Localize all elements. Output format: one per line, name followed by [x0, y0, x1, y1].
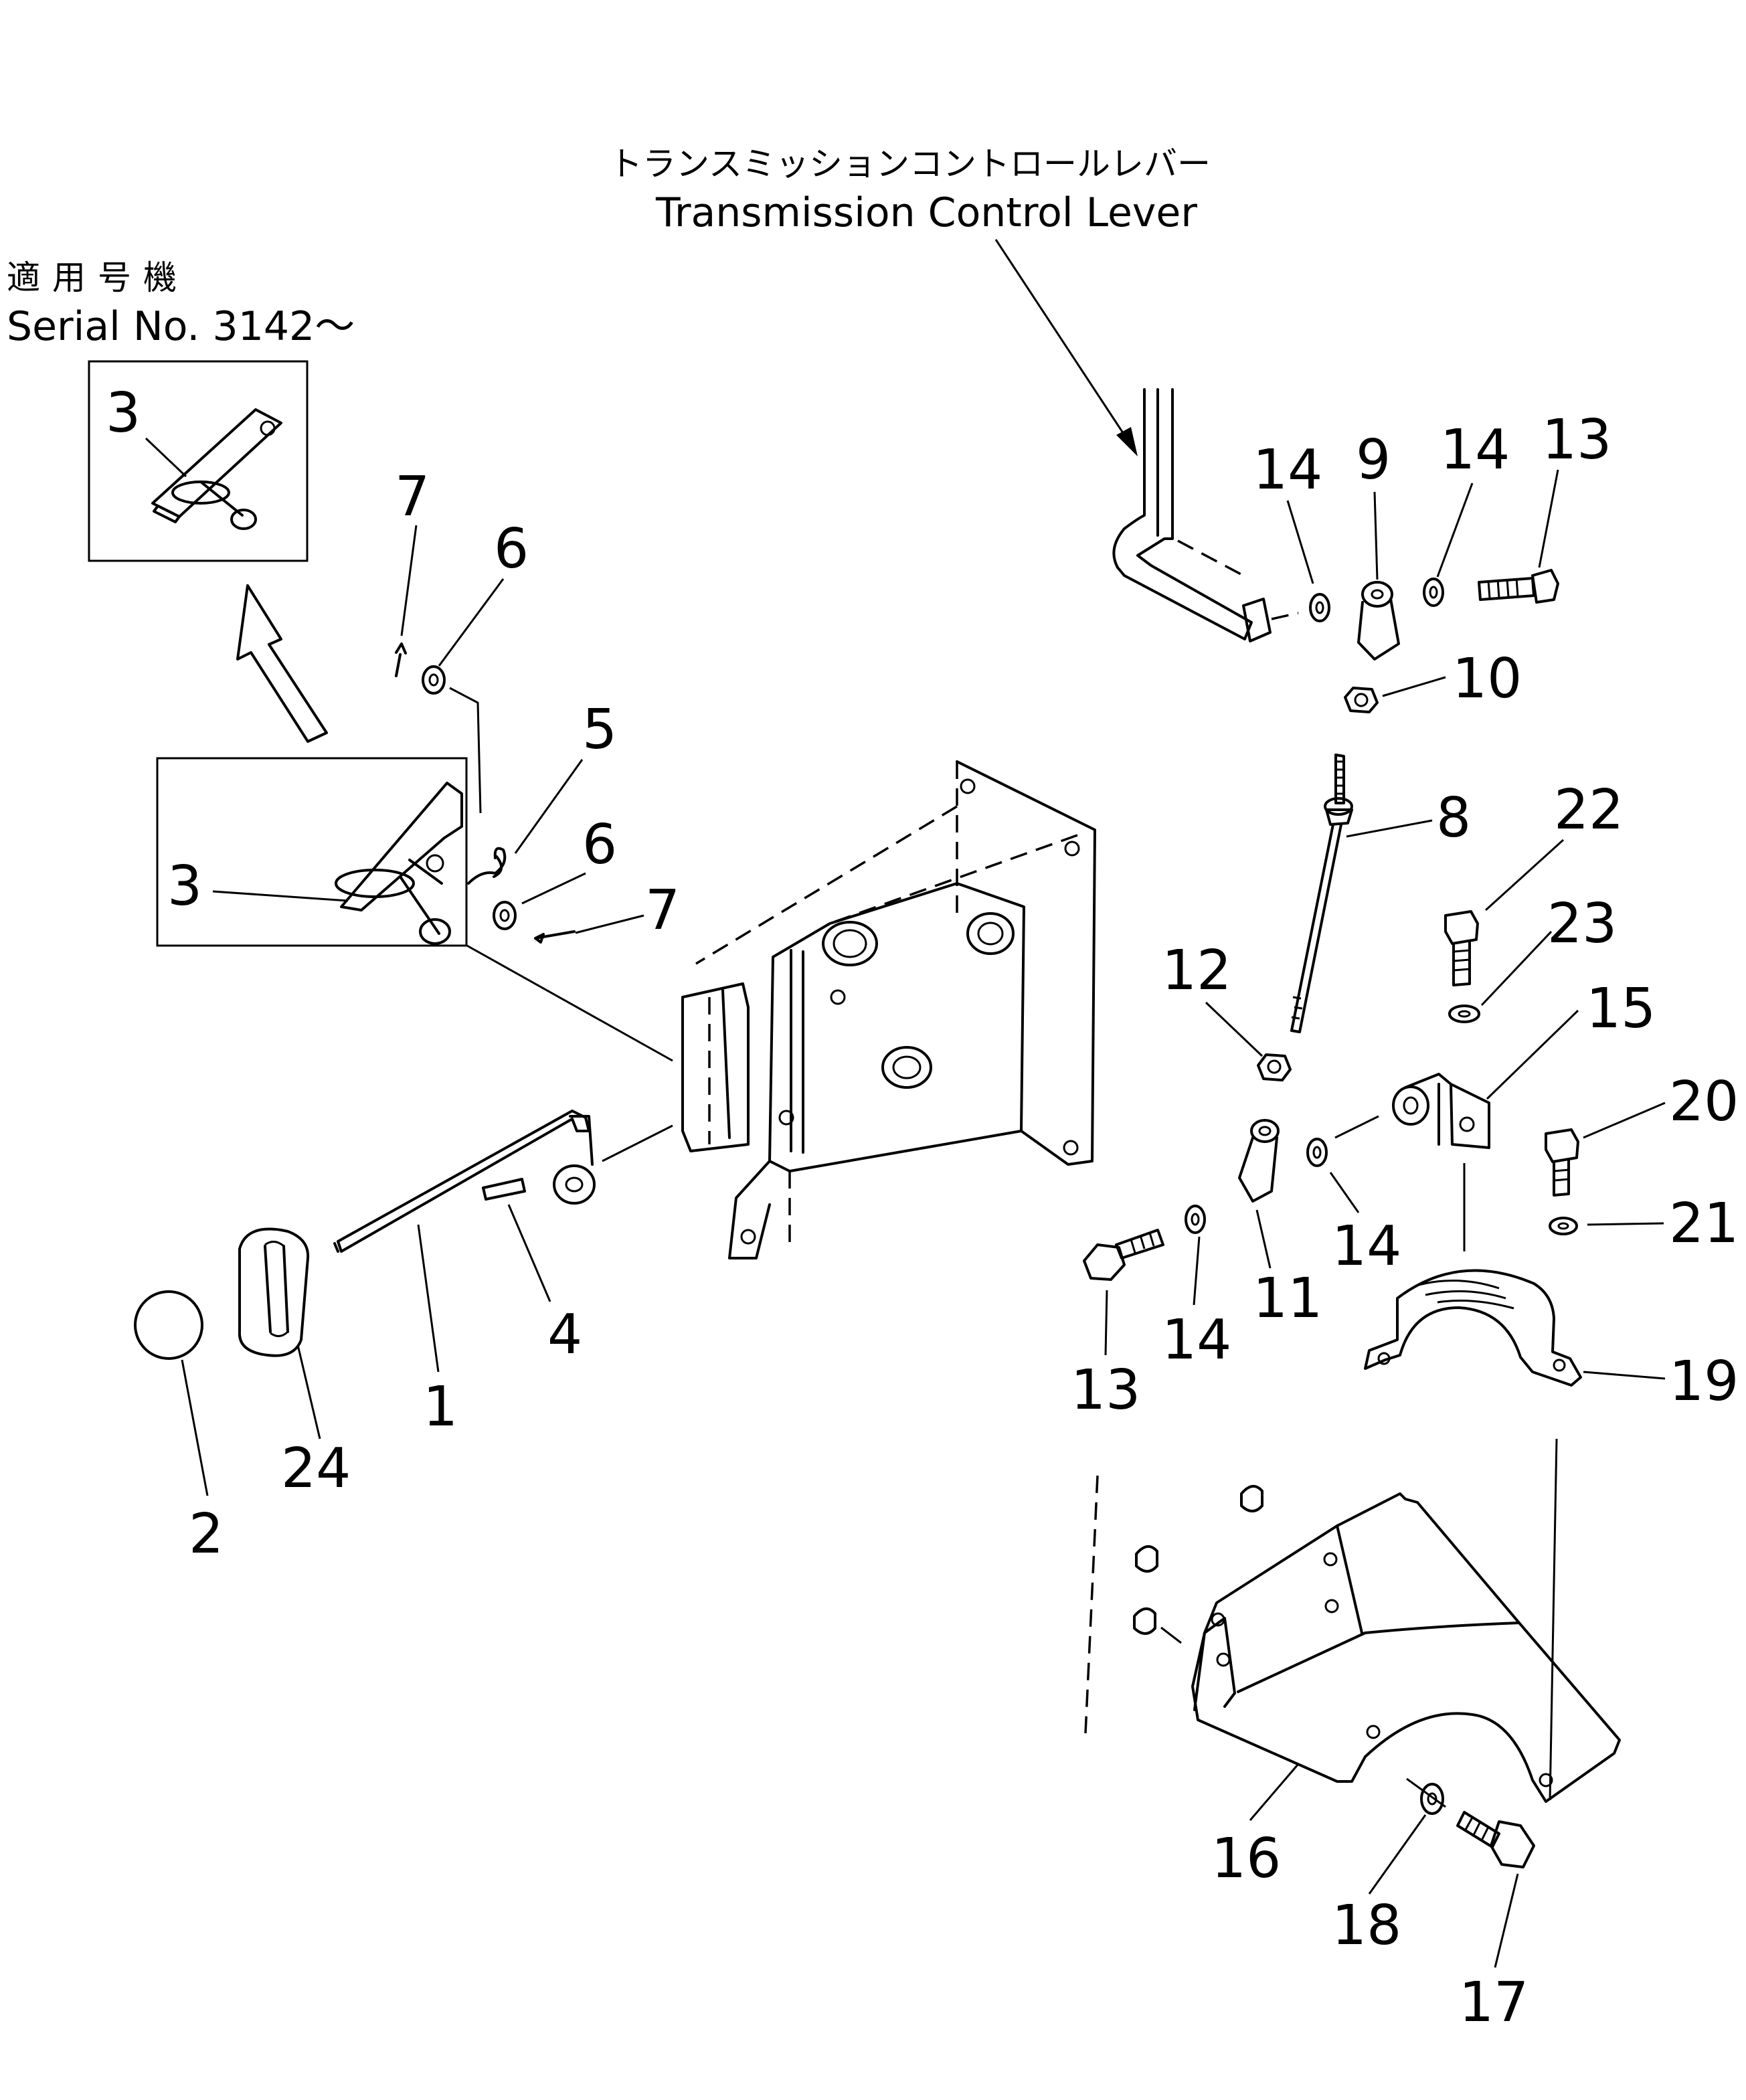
- transmission-lever-arm: [1112, 388, 1299, 642]
- bolt-13-top: [1478, 569, 1559, 604]
- serial-label-en: Serial No. 3142〜: [7, 303, 355, 350]
- label-19: 19: [1669, 1350, 1739, 1413]
- mount-bushings: [1133, 1485, 1263, 1644]
- label-14-d: 14: [1162, 1308, 1231, 1372]
- label-14-b: 14: [1440, 418, 1510, 482]
- rod-end-11: [1238, 1119, 1280, 1203]
- label-12: 12: [1162, 939, 1231, 1002]
- washer-21: [1549, 1217, 1578, 1235]
- title-en: Transmission Control Lever: [655, 189, 1197, 236]
- boot-24: [238, 1227, 310, 1357]
- label-6-top: 6: [494, 517, 529, 581]
- washer-6-low: [493, 901, 517, 930]
- label-18: 18: [1332, 1894, 1401, 1957]
- rod-8: [1290, 754, 1353, 1033]
- label-10: 10: [1452, 647, 1522, 711]
- title-jp: トランスミッションコントロールレバー: [609, 145, 1211, 183]
- label-3-main: 3: [167, 855, 202, 918]
- washer-23: [1448, 1004, 1480, 1023]
- bolt-17: [1456, 1811, 1535, 1868]
- leader-19-16: [1549, 1438, 1558, 1801]
- label-7-low: 7: [645, 879, 680, 942]
- label-14-c: 14: [1332, 1215, 1401, 1278]
- label-2: 2: [189, 1502, 224, 1566]
- bolt-13-low: [1083, 1229, 1164, 1281]
- pin-leader-top: [449, 687, 482, 814]
- label-1: 1: [423, 1375, 458, 1439]
- bolt-22: [1444, 910, 1479, 986]
- label-6-low: 6: [582, 813, 617, 877]
- washer-6-top: [422, 665, 446, 695]
- label-21: 21: [1669, 1192, 1739, 1255]
- label-22: 22: [1554, 778, 1624, 842]
- label-13-top: 13: [1542, 408, 1611, 472]
- half-clamp-19: [1364, 1269, 1582, 1387]
- washer-18: [1420, 1783, 1444, 1815]
- label-5: 5: [582, 698, 617, 762]
- title-arrow: [994, 239, 1138, 456]
- rod-end-9: [1357, 581, 1400, 661]
- leader-16-18: [1406, 1777, 1446, 1808]
- nut-10: [1344, 687, 1379, 713]
- label-8: 8: [1436, 786, 1471, 850]
- bolt-20: [1545, 1128, 1579, 1197]
- label-3-inset: 3: [106, 381, 141, 445]
- up-arrow: [236, 584, 328, 743]
- inset-leader: [465, 944, 673, 1062]
- label-11: 11: [1253, 1267, 1322, 1330]
- nut-12: [1257, 1053, 1292, 1081]
- pivot-bracket-15: [1392, 1073, 1490, 1149]
- cotter-pin-7-top: [395, 642, 407, 677]
- dash-guide-left: [1084, 1475, 1099, 1734]
- leader-11-15: [1334, 1115, 1379, 1139]
- lower-bracket-16: [1191, 1492, 1621, 1803]
- pin-4: [482, 1178, 526, 1201]
- serial-label-jp: 適用号機: [7, 258, 189, 297]
- inset-box-old: [156, 757, 468, 947]
- bracket-leader: [602, 1124, 673, 1162]
- washer-14-b: [1423, 578, 1444, 607]
- cotter-pin-7-low: [534, 930, 576, 944]
- label-17: 17: [1459, 1971, 1529, 2034]
- label-13-low: 13: [1071, 1359, 1140, 1422]
- label-4: 4: [547, 1303, 582, 1367]
- label-14-a: 14: [1253, 438, 1322, 502]
- label-24: 24: [281, 1437, 351, 1500]
- label-7-top: 7: [395, 465, 430, 529]
- inset-box-new: [88, 360, 309, 562]
- knob-2: [134, 1290, 203, 1360]
- label-20: 20: [1669, 1070, 1739, 1134]
- washer-14-c: [1306, 1138, 1328, 1167]
- lever-bracket: [681, 760, 1096, 1259]
- control-lever-1: [333, 1110, 596, 1253]
- label-15: 15: [1586, 977, 1656, 1041]
- washer-14-d: [1185, 1205, 1206, 1234]
- spring-clip-5: [467, 847, 507, 885]
- label-23: 23: [1547, 892, 1617, 956]
- label-9: 9: [1356, 428, 1391, 492]
- label-16: 16: [1211, 1827, 1281, 1891]
- washer-14-a: [1309, 593, 1330, 622]
